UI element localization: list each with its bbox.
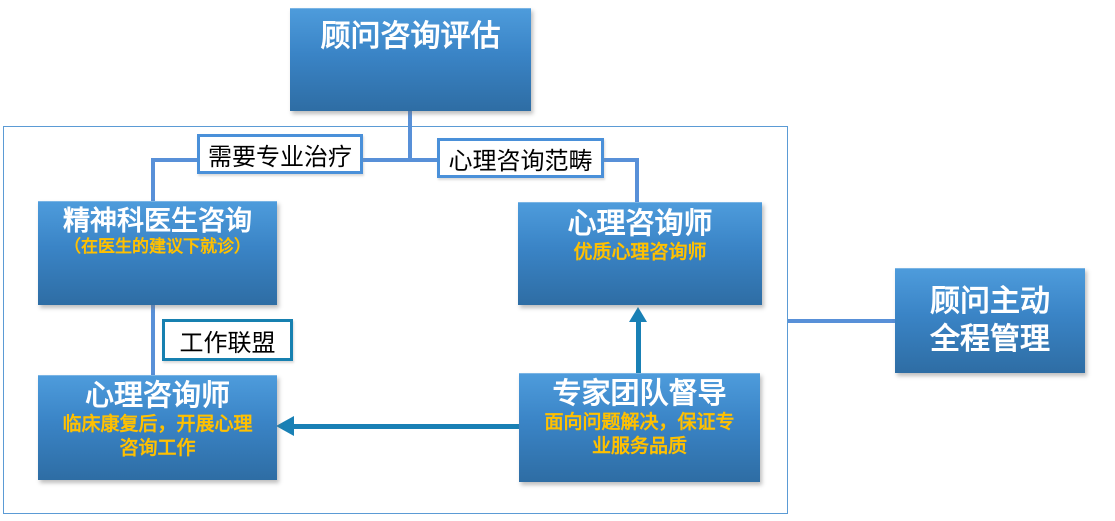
arrow-supervision-up-shaft	[636, 320, 641, 374]
node-expert-team-title: 专家团队督导	[552, 378, 727, 410]
label-work-alliance-text: 工作联盟	[179, 329, 276, 357]
connector-left-drop	[151, 158, 155, 203]
node-psychiatrist: 精神科医生咨询 （在医生的建议下就诊）	[38, 201, 277, 305]
node-manager: 顾问主动 全程管理	[895, 268, 1085, 373]
node-expert-team: 专家团队督导 面向问题解决，保证专 业服务品质	[519, 373, 760, 482]
node-psychiatrist-title: 精神科医生咨询	[63, 206, 252, 236]
connector-right-drop	[635, 158, 639, 204]
node-counselor-bottom-title: 心理咨询师	[84, 380, 230, 412]
connector-manager-horizontal	[788, 319, 895, 323]
node-assessment-title: 顾问咨询评估	[320, 20, 501, 53]
node-counselor-bottom: 心理咨询师 临床康复后，开展心理 咨询工作	[38, 375, 277, 480]
label-need-treatment: 需要专业治疗	[197, 134, 363, 174]
arrow-supervision-left-shaft	[293, 424, 519, 429]
node-counselor-bottom-subtitle: 临床康复后，开展心理 咨询工作	[62, 414, 253, 459]
node-counselor-right: 心理咨询师 优质心理咨询师	[518, 202, 762, 305]
connector-alliance-vertical	[151, 305, 155, 377]
node-counselor-right-title: 心理咨询师	[567, 208, 713, 240]
node-expert-team-subtitle: 面向问题解决，保证专 业服务品质	[544, 412, 735, 457]
label-counseling-scope-text: 心理咨询范畴	[448, 147, 593, 175]
node-assessment: 顾问咨询评估	[290, 8, 531, 111]
label-counseling-scope: 心理咨询范畴	[437, 138, 604, 178]
label-need-treatment-text: 需要专业治疗	[208, 143, 352, 171]
arrow-left-icon	[276, 416, 294, 436]
process-frame	[3, 126, 788, 514]
connector-top-stem	[408, 111, 412, 160]
label-work-alliance: 工作联盟	[162, 319, 293, 361]
node-counselor-right-subtitle: 优质心理咨询师	[573, 242, 707, 264]
node-manager-title: 顾问主动 全程管理	[930, 285, 1050, 356]
connector-branch-horizontal	[153, 158, 639, 162]
arrow-up-icon	[629, 307, 647, 322]
node-psychiatrist-subtitle: （在医生的建议下就诊）	[64, 237, 251, 257]
